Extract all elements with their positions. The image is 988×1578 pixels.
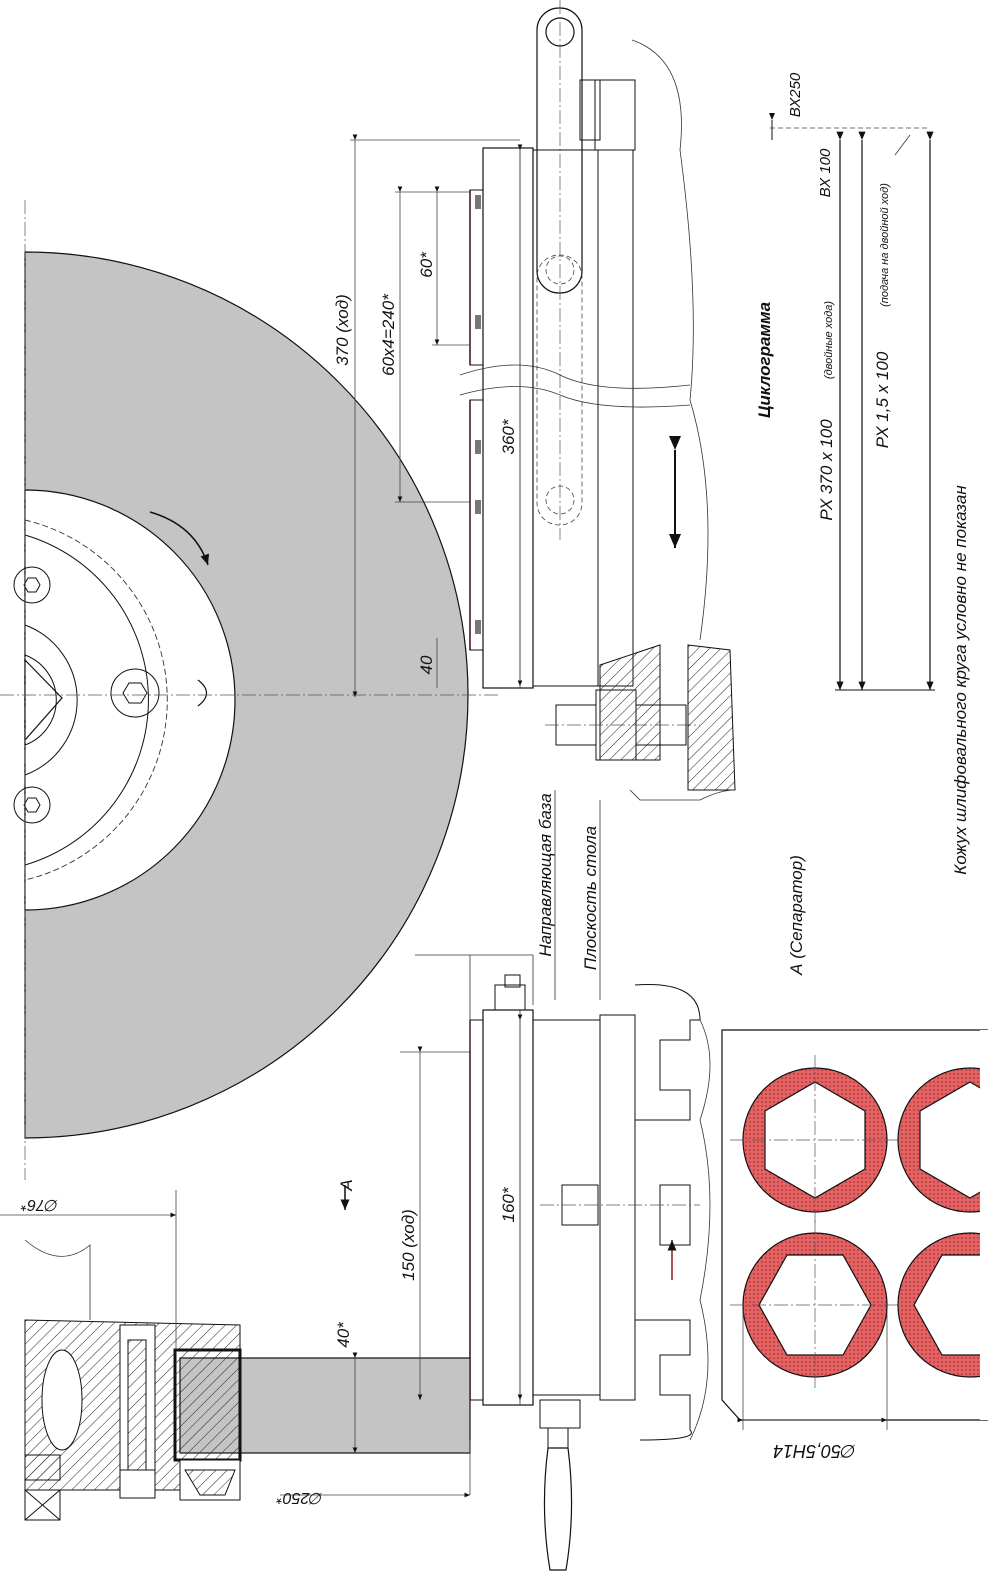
separator-pocket: [730, 1220, 900, 1390]
curved-arrow-icon: [149, 511, 210, 566]
view-a-arrow-label: A: [337, 1179, 356, 1191]
separator-pocket: [897, 1232, 988, 1378]
separator-view: [721, 1029, 988, 1430]
cyc-rx370-label: РХ 370 х 100: [817, 419, 836, 521]
dim-d250-label: ∅250*: [276, 1489, 324, 1506]
cyc-vx100-label: ВХ 100: [817, 148, 834, 197]
dim-40-bottom-label: 40*: [334, 1321, 353, 1348]
dim-370-label: 370 (ход): [333, 294, 352, 366]
dim-150-label: 150 (ход): [399, 1209, 418, 1281]
upper-fixture: [459, 0, 736, 801]
cyc-vx250-label: ВХ250: [787, 72, 804, 117]
separator-pocket: [897, 1067, 988, 1213]
grinding-wheel: [0, 200, 500, 1180]
dim-360-label: 360*: [499, 418, 518, 454]
lever-handle-icon: [539, 1399, 581, 1571]
lower-fixture: [469, 974, 711, 1571]
hub-bolt: [13, 566, 51, 604]
cyc-rx15-note: (подача на двойной ход): [879, 183, 891, 307]
dim-d50-label: ∅50,5H14: [773, 1441, 857, 1461]
dim-60x4-label: 60х4=240*: [379, 293, 398, 376]
dim-160-label: 160*: [499, 1186, 518, 1222]
view-a-title: А (Сепаратор): [787, 855, 806, 976]
cyc-rx15-label: РХ 1,5 х 100: [873, 351, 892, 448]
table-plane-label: Плоскость стола: [581, 826, 600, 970]
cyclogram: [769, 113, 935, 691]
dimension-lines: [0, 134, 601, 1498]
guide-base-label: Направляющая база: [536, 793, 555, 956]
labels: 370 (ход) 60х4=240* 60* 360* 40 150 (ход…: [20, 72, 970, 1506]
cyc-rx370-note: (двойные хода): [823, 301, 835, 379]
separator-pocket: [730, 1055, 900, 1225]
hub-bolt: [13, 786, 51, 824]
hub-bolt: [110, 668, 160, 718]
dim-d76-label: ∅76*: [20, 1196, 59, 1213]
dim-40-top-label: 40: [417, 655, 436, 674]
cyclogram-title: Циклограмма: [755, 302, 774, 418]
wheel-guard-note: Кожух шлифовального круга условно не пок…: [951, 485, 970, 875]
dim-60-label: 60*: [417, 251, 436, 278]
